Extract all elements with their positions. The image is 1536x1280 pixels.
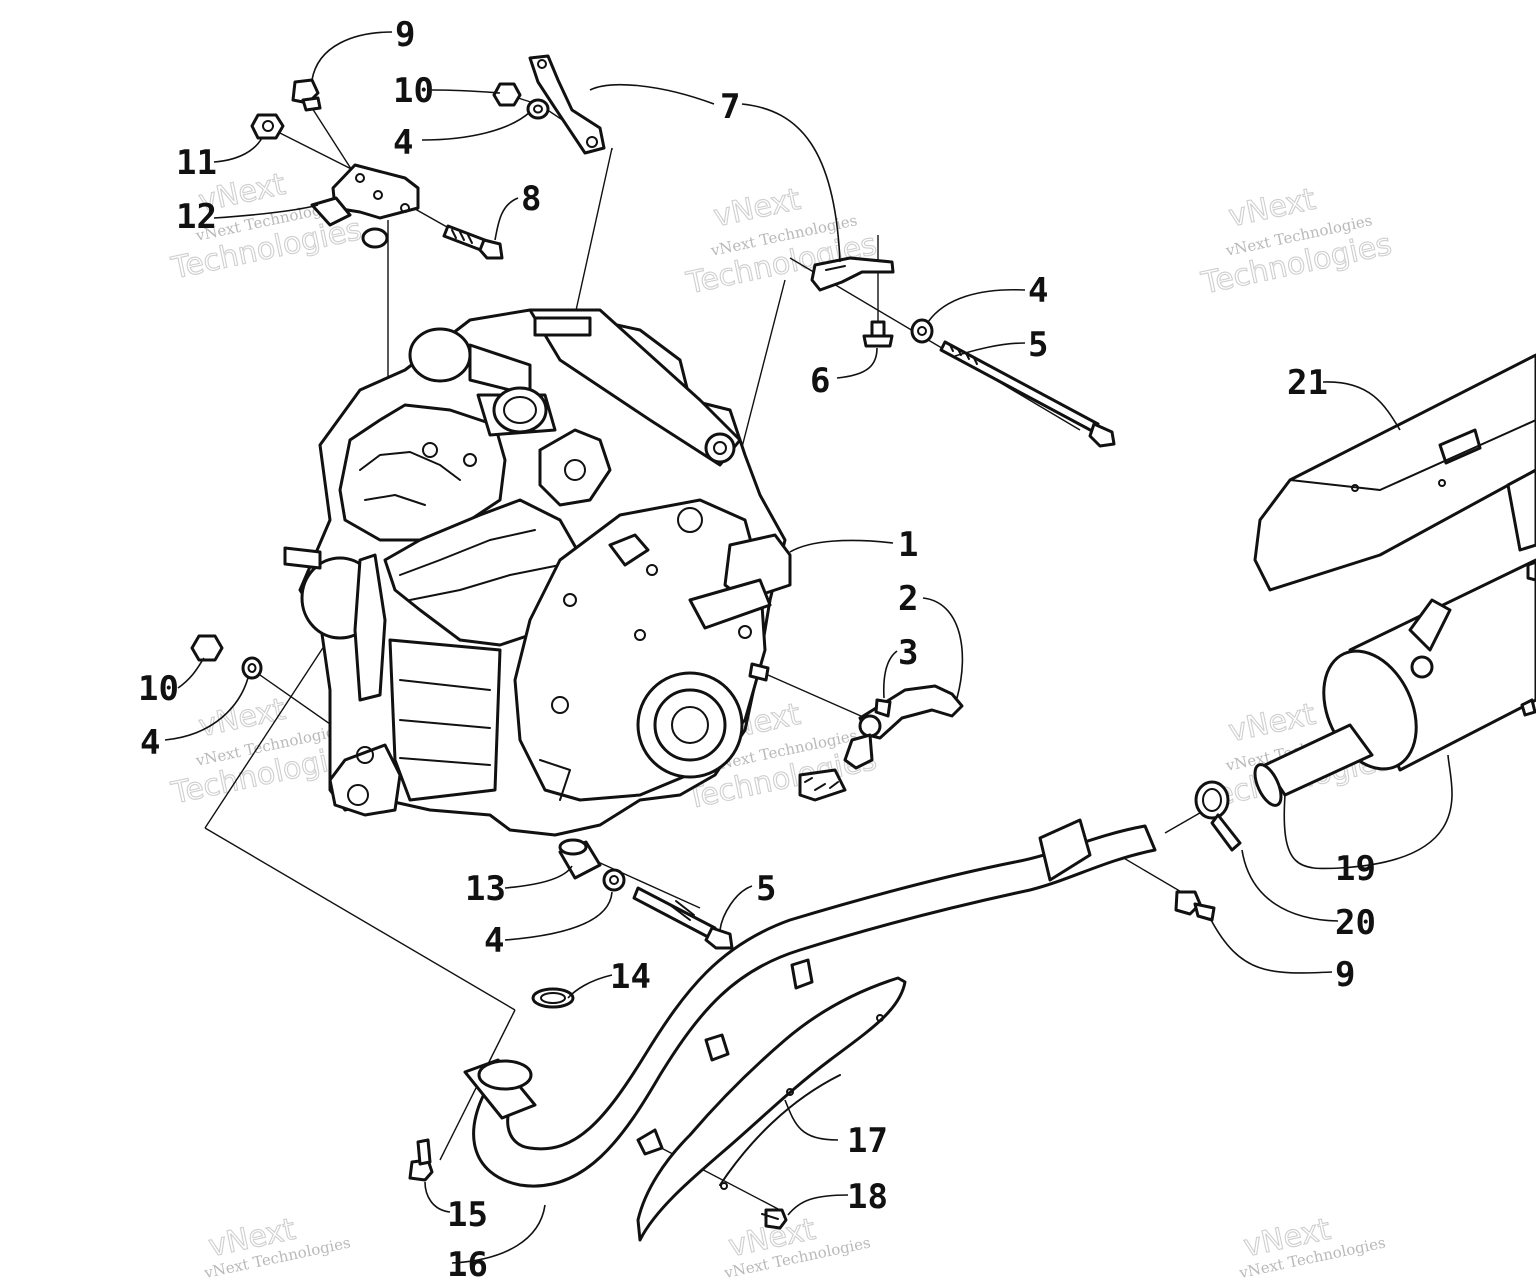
- callout-17: 17: [847, 1121, 888, 1161]
- callout-18: 18: [847, 1177, 888, 1217]
- exhaust-header-pipe-16: [463, 818, 1157, 1188]
- muffler-heat-shield-21: [1253, 353, 1536, 592]
- callout-leaders: [164, 31, 1453, 1264]
- callout-5-lower: 5: [756, 869, 776, 909]
- bolt-9-top: [291, 78, 322, 112]
- clamp-20: [1194, 780, 1242, 852]
- bolt-3: [874, 698, 892, 718]
- callout-2: 2: [898, 579, 918, 619]
- callout-11: 11: [176, 143, 217, 183]
- engine-assembly: PULL: [283, 308, 792, 837]
- washer-4-top: [526, 98, 550, 120]
- washer-4-left: [241, 656, 263, 680]
- bolt-6: [862, 320, 894, 348]
- callout-12: 12: [176, 197, 217, 237]
- nut-10-left: [190, 634, 224, 662]
- engine-mount-bracket-left: [310, 163, 420, 249]
- callout-6: 6: [810, 361, 830, 401]
- assembly-guide-lines: [204, 96, 1206, 1211]
- callout-4-lower: 4: [484, 921, 504, 961]
- callout-20: 20: [1335, 903, 1376, 943]
- callout-4-left: 4: [140, 723, 160, 763]
- bolt-8: [442, 224, 504, 260]
- callout-3: 3: [898, 633, 918, 673]
- watermark-bottom-left: vNext vNext Technologies: [202, 1211, 352, 1280]
- washer-4-lower: [602, 868, 626, 892]
- long-bolt-5-right: [939, 340, 1116, 448]
- watermark-top-center: vNext vNext Technologies Technologies: [682, 181, 880, 302]
- heat-shield-17: [636, 976, 907, 1242]
- callout-1: 1: [898, 525, 918, 565]
- stud-small: [748, 662, 770, 682]
- bolt-9-exhaust: [1174, 890, 1216, 922]
- callout-13: 13: [465, 869, 506, 909]
- watermark-bottom-right: vNext vNext Technologies: [1237, 1211, 1387, 1280]
- nut-11: [250, 113, 285, 140]
- watermark-top-right: vNext vNext Technologies Technologies: [1197, 181, 1395, 302]
- callout-10-left: 10: [138, 669, 179, 709]
- engine-mount-right: [810, 256, 895, 292]
- callout-labels: 9 10 4 7 11 12 8 4 5 6 21 1 2 3 10 4 13 …: [138, 15, 1376, 1280]
- exhaust-gasket-14: [531, 987, 575, 1009]
- bolt-5-lower: [632, 886, 734, 950]
- callout-14: 14: [610, 957, 651, 997]
- callout-4-top: 4: [393, 123, 413, 163]
- callout-15: 15: [447, 1195, 488, 1235]
- bolt-15: [408, 1138, 434, 1182]
- callout-9-exhaust: 9: [1335, 955, 1355, 995]
- engine-mount-bracket-top: [528, 54, 606, 155]
- screw-18: [761, 1208, 788, 1230]
- callout-9-top: 9: [395, 15, 415, 55]
- callout-8: 8: [521, 179, 541, 219]
- callout-16: 16: [447, 1245, 488, 1280]
- nut-10-top: [492, 82, 522, 107]
- muffler-19: [1253, 558, 1536, 807]
- callout-4-right: 4: [1028, 271, 1048, 311]
- washer-4-right: [910, 318, 934, 344]
- callout-7: 7: [720, 87, 740, 127]
- shift-lever: [798, 684, 964, 802]
- callout-21: 21: [1287, 363, 1328, 403]
- callout-19: 19: [1335, 849, 1376, 889]
- callout-10-top: 10: [393, 71, 434, 111]
- callout-5-right: 5: [1028, 325, 1048, 365]
